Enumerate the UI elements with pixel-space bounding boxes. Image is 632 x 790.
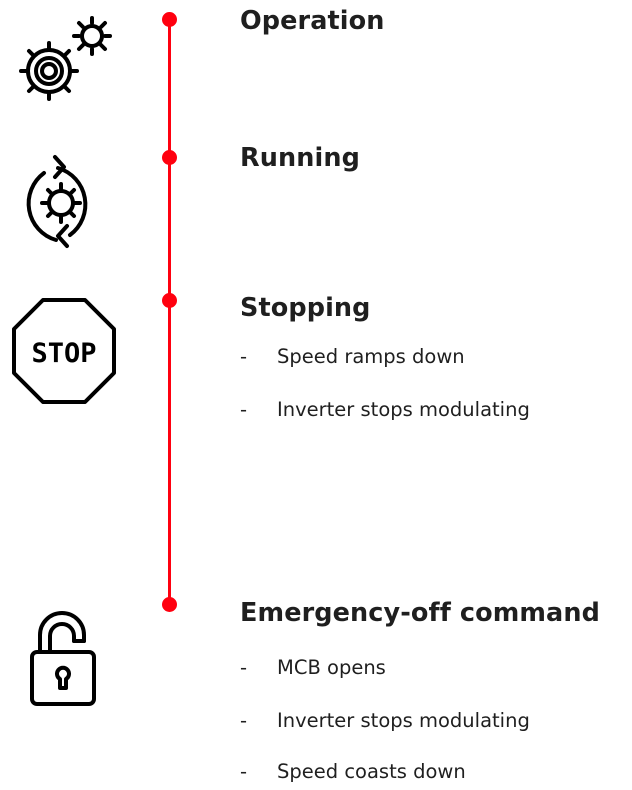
step-title-operation: Operation — [240, 6, 385, 36]
timeline-line — [168, 19, 171, 605]
list-item: -Speed ramps down — [240, 345, 465, 368]
step-title-running: Running — [240, 143, 360, 173]
timeline-dot-emergency — [162, 597, 177, 612]
list-item: -Inverter stops modulating — [240, 709, 530, 732]
timeline-dot-running — [162, 150, 177, 165]
step-title-emergency-off: Emergency-off command — [240, 598, 600, 628]
list-item: -Speed coasts down — [240, 760, 466, 783]
rotating-gear-icon — [26, 155, 88, 248]
gears-icon — [19, 16, 112, 101]
stop-sign-label: STOP — [31, 338, 96, 369]
step-title-stopping: Stopping — [240, 293, 371, 323]
timeline-dot-operation — [162, 12, 177, 27]
stop-sign-icon: STOP — [12, 298, 116, 404]
timeline-dot-stopping — [162, 293, 177, 308]
open-padlock-icon — [30, 611, 96, 706]
list-item: -MCB opens — [240, 656, 386, 679]
list-item: -Inverter stops modulating — [240, 398, 530, 421]
